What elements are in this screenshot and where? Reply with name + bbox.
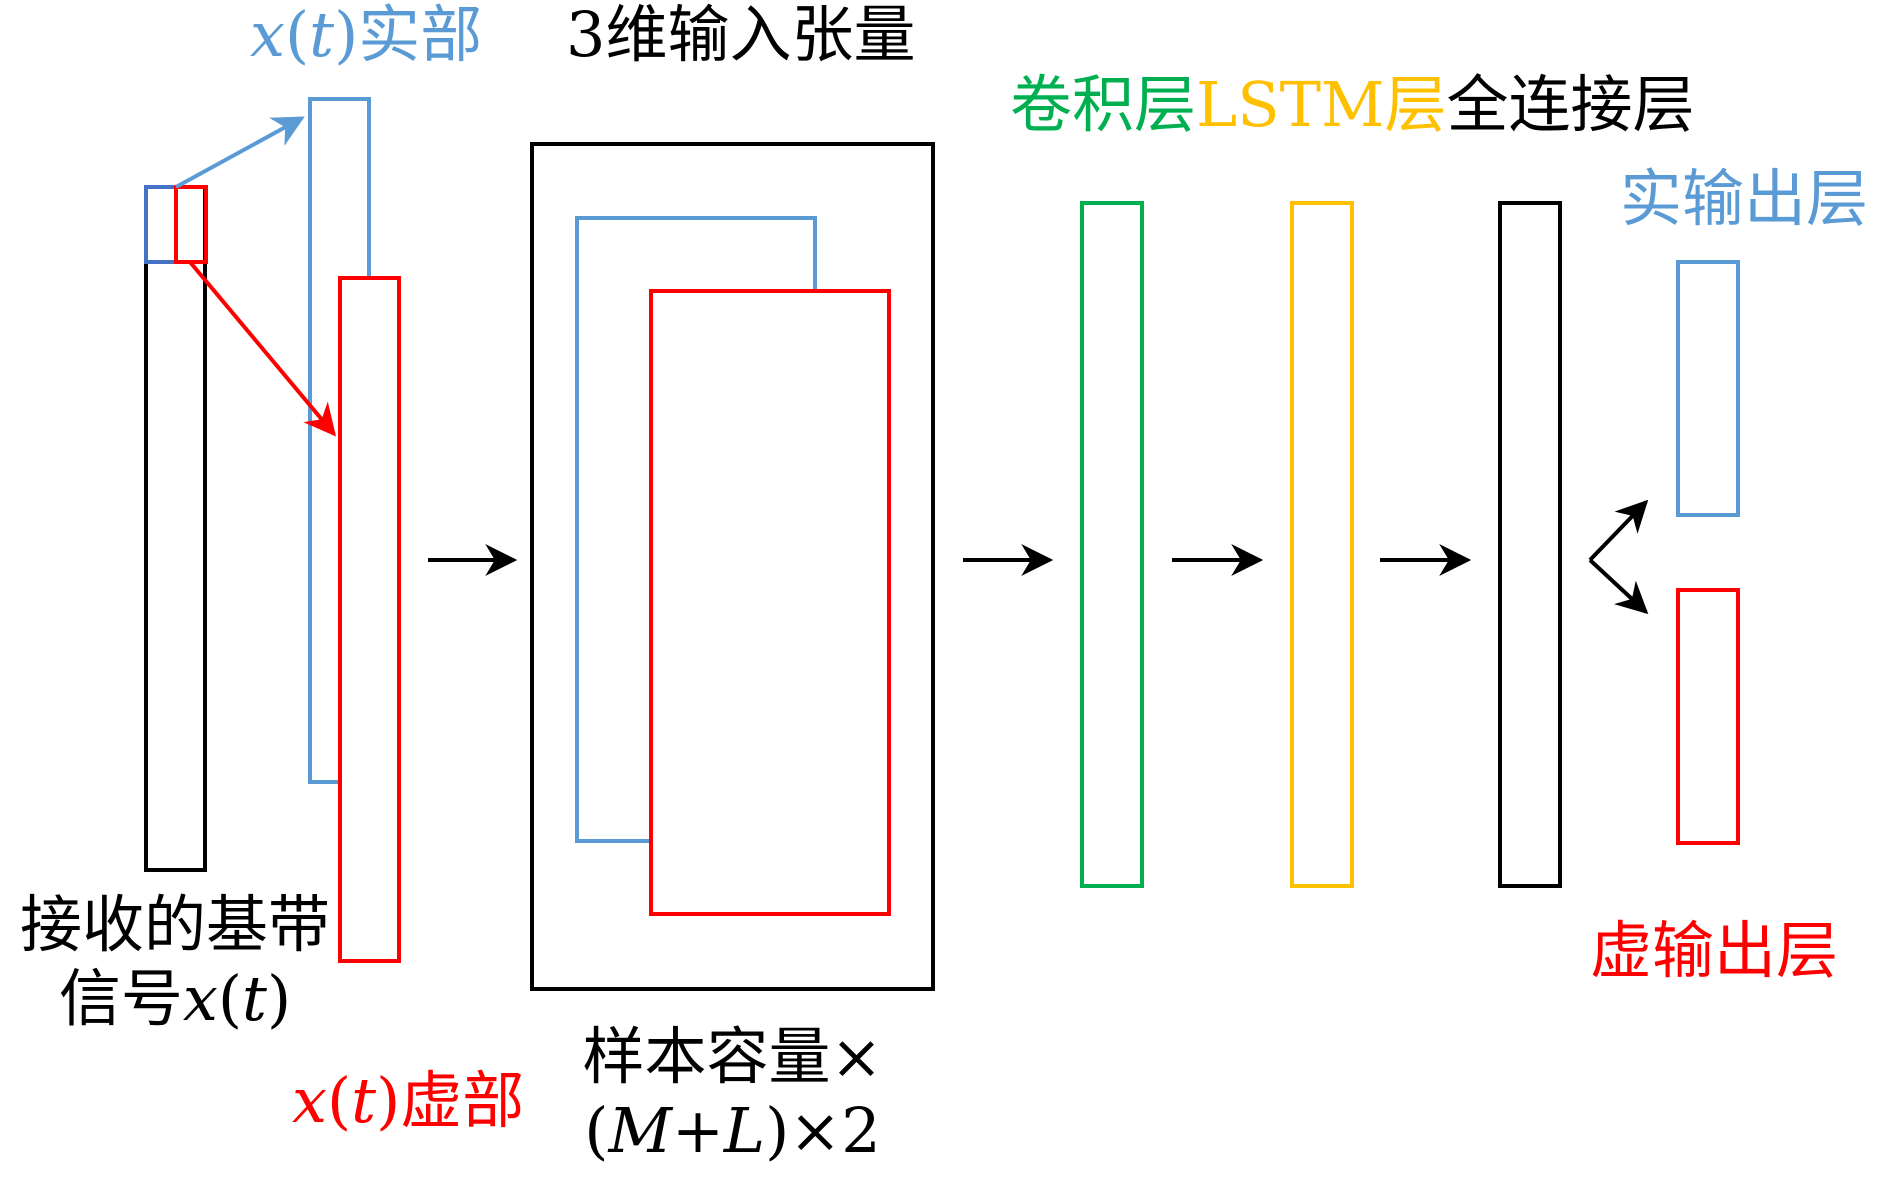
tensor-caption-tail: ×2 [789,1094,881,1168]
tensor-caption-line2: (M+L)×2 [532,1094,933,1168]
lstm-layer-title: LSTM层 [1196,68,1447,141]
tensor-imag-plane [649,289,891,916]
imag-split-arrow [188,260,337,437]
imag-output-title: 虚输出层 [1590,914,1839,987]
real-part-open: ( [284,0,310,71]
received-signal-t: t [242,962,267,1036]
received-signal-open: ( [217,962,243,1036]
real-part-suffix: 实部 [358,0,483,71]
imag-output-layer [1676,588,1740,845]
imag-part-suffix: 虚部 [400,1064,525,1137]
received-signal-line1: 接收的基带 [19,888,330,961]
imag-part-column [338,276,401,963]
fc-layer [1498,201,1562,888]
tensor-caption-close: ) [765,1094,790,1168]
signal-real-sample [144,185,178,264]
imag-part-var: x [292,1064,327,1137]
conv-layer-title: 卷积层 [1010,68,1197,141]
imag-part-t: t [351,1064,377,1137]
received-signal-prefix: 信号 [58,962,183,1036]
real-split-arrow [175,116,305,189]
tensor-caption-open: ( [584,1094,609,1168]
real-output-title: 实输出层 [1620,162,1869,235]
imag-part-open: ( [326,1064,352,1137]
tensor-caption: 样本容量× (M+L)×2 [532,1020,933,1169]
received-signal-line2: 信号x(t) [0,962,350,1036]
tensor-caption-m: M [608,1094,672,1168]
signal-column [144,185,207,872]
real-part-close: ) [334,0,359,71]
layer-titles: 卷积层LSTM层全连接层 [1010,74,1695,136]
tensor-caption-line1: 样本容量× [582,1020,883,1093]
tensor-frame [530,142,935,991]
imag-part-label: x(t)虚部 [292,1070,524,1132]
received-signal-close: ) [266,962,292,1036]
real-part-var: x [250,0,285,71]
fc-layer-title: 全连接层 [1446,68,1695,141]
tensor-title: 3维输入张量 [566,0,916,71]
fork-arrow-up [1588,499,1649,562]
fork-arrow-down [1588,558,1649,615]
received-signal-label: 接收的基带 信号x(t) [0,888,350,1037]
received-signal-var: x [182,962,218,1036]
lstm-layer [1290,201,1354,888]
real-part-t: t [309,0,335,71]
real-output-layer [1676,260,1740,517]
imag-part-close: ) [376,1064,401,1137]
signal-imag-sample [174,185,208,264]
conv-layer [1080,201,1144,888]
tensor-caption-l: L [723,1094,766,1168]
tensor-caption-plus: + [671,1094,724,1168]
real-part-label: x(t)实部 [250,4,482,66]
